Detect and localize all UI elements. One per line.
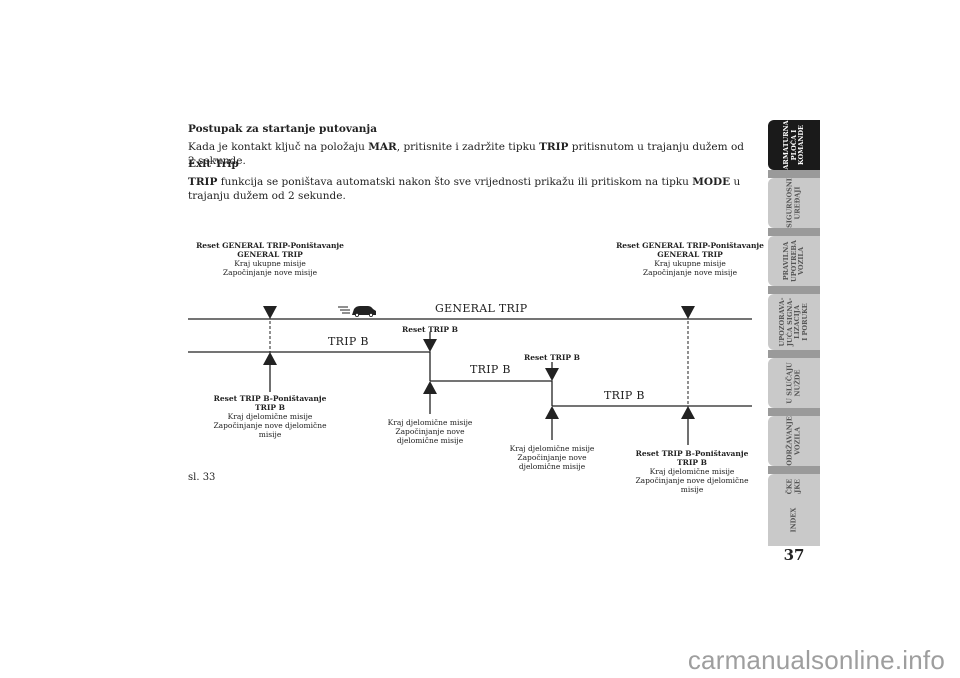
tab-label-line: INDEX <box>789 507 798 533</box>
para-bold: MAR <box>368 141 397 153</box>
tab-label: U SLUČAJU NUŽDE <box>786 362 802 403</box>
tab-separator <box>768 228 820 236</box>
label-title: Reset TRIP B-Poništavanje <box>635 449 749 458</box>
exit-trip-paragraph: TRIP funkcija se poništava automatski na… <box>188 175 748 203</box>
mid1-label: Kraj djelomične misije Započinjanje nove… <box>345 418 515 445</box>
para-bold: TRIP <box>539 141 569 153</box>
down-arrow-icon <box>263 306 277 319</box>
section-heading: Postupak za startanje putovanja <box>188 123 377 135</box>
tab-armaturna-ploca[interactable]: ARMATURNA PLOČA I KOMANDE <box>768 120 820 170</box>
trip-b-line-1 <box>188 351 431 381</box>
up-arrow-icon <box>263 352 277 392</box>
reset-trip-b-label-2: Reset TRIP B <box>524 353 580 362</box>
label-title: Reset TRIP B-Poništavanje <box>213 394 327 403</box>
tab-label-line: VOZILA <box>796 247 805 276</box>
label-line: Započinjanje nove djelomične <box>635 476 749 485</box>
label-title: Reset GENERAL TRIP-Poništavanje <box>616 241 764 250</box>
trip-b-label-1: TRIP B <box>328 335 369 348</box>
para-bold: TRIP <box>188 176 218 188</box>
label-line: Kraj djelomične misije <box>387 418 473 427</box>
bottom-left-reset-label: Reset TRIP B-Poništavanje TRIP B Kraj dj… <box>185 394 355 439</box>
label-line: Započinjanje nove misije <box>642 268 738 277</box>
up-arrow-icon <box>545 406 559 440</box>
up-arrow-icon <box>681 406 695 445</box>
label-line: Kraj ukupne misije <box>654 259 726 268</box>
trip-b-label-3: TRIP B <box>604 389 645 402</box>
tab-upozoravajuca-signalizacija[interactable]: UPOZORAVA- JUĆA SIGNA- LIZACIJA I PORUKE <box>768 294 820 350</box>
page-number: 37 <box>783 546 805 564</box>
label-title: GENERAL TRIP <box>657 250 723 259</box>
tab-odrzavanje-vozila[interactable]: ODRŽAVANJE VOZILA <box>768 416 820 466</box>
tab-label-line: KOMANDE <box>796 125 805 165</box>
para-text: funkcija se poništava automatski nakon š… <box>217 176 693 188</box>
tab-separator <box>768 350 820 358</box>
tab-separator <box>768 408 820 416</box>
tab-label: ODRŽAVANJE VOZILA <box>786 416 802 466</box>
para-bold: MODE <box>692 176 731 188</box>
label-line: misije <box>680 485 704 494</box>
label-title: TRIP B <box>255 403 285 412</box>
label-line: misije <box>258 430 282 439</box>
label-title: GENERAL TRIP <box>237 250 303 259</box>
down-arrow-icon <box>681 306 695 319</box>
up-arrow-icon <box>423 381 437 414</box>
top-left-reset-label: Reset GENERAL TRIP-Poništavanje GENERAL … <box>185 241 355 277</box>
label-line: djelomične misije <box>396 436 464 445</box>
label-title: TRIP B <box>677 458 707 467</box>
figure-caption: sl. 33 <box>188 472 216 483</box>
tab-pravilna-upotreba[interactable]: PRAVILNA UPOTREBA VOZILA <box>768 236 820 286</box>
mid2-label: Kraj djelomične misije Započinjanje nove… <box>467 444 637 471</box>
tab-label-line: NUŽDE <box>793 369 801 397</box>
label-line: Započinjanje nove misije <box>222 268 318 277</box>
top-right-reset-label: Reset GENERAL TRIP-Poništavanje GENERAL … <box>605 241 775 277</box>
tab-label: UPOZORAVA- JUĆA SIGNA- LIZACIJA I PORUKE <box>778 298 809 347</box>
tab-index[interactable]: INDEX <box>768 494 820 546</box>
trip-b-line-2 <box>430 380 553 406</box>
tab-label-line: UREĐAJI <box>793 186 801 220</box>
reset-trip-b-label-1: Reset TRIP B <box>402 325 458 334</box>
general-trip-label: GENERAL TRIP <box>435 302 528 315</box>
tab-separator <box>768 170 820 178</box>
tab-sigurnosni-uredaji[interactable]: SIGURNOSNI UREĐAJI <box>768 178 820 228</box>
label-line: Započinjanje nove <box>395 427 465 436</box>
label-line: Započinjanje nove <box>517 453 587 462</box>
section-heading-exit-trip: Exit Trip <box>188 158 239 170</box>
watermark: carmanualsonline.info <box>687 645 945 675</box>
tab-u-slucaju-nuzde[interactable]: U SLUČAJU NUŽDE <box>768 358 820 408</box>
bottom-right-reset-label: Reset TRIP B-Poništavanje TRIP B Kraj dj… <box>607 449 777 494</box>
tab-label: SIGURNOSNI UREĐAJI <box>786 178 802 228</box>
label-line: Započinjanje nove djelomične <box>213 421 327 430</box>
car-icon <box>338 306 376 317</box>
down-arrow-icon <box>545 362 559 381</box>
para-text: Kada je kontakt ključ na položaju <box>188 141 369 153</box>
tab-label-line: VOZILA <box>793 427 801 456</box>
tab-separator <box>768 286 820 294</box>
instruction-paragraph: Kada je kontakt ključ na položaju MAR, p… <box>188 140 748 168</box>
tab-label: ARMATURNA PLOČA I KOMANDE <box>782 120 806 169</box>
tab-label: INDEX <box>789 507 798 533</box>
label-line: djelomične misije <box>518 462 586 471</box>
label-line: Kraj djelomične misije <box>649 467 735 476</box>
tab-separator <box>768 466 820 474</box>
para-text: pritisnutom u trajanju dužem od 2 sekund… <box>188 141 744 167</box>
trip-b-label-2: TRIP B <box>470 363 511 376</box>
label-title: Reset GENERAL TRIP-Poništavanje <box>196 241 344 250</box>
label-line: Kraj djelomične misije <box>509 444 595 453</box>
para-text: , pritisnite i zadržite tipku <box>396 141 540 153</box>
down-arrow-icon <box>423 332 437 352</box>
tab-label-line: I PORUKE <box>800 303 809 341</box>
para-text: u trajanju dužem od 2 sekunde. <box>188 176 741 202</box>
label-line: Kraj ukupne misije <box>234 259 306 268</box>
label-line: Kraj djelomične misije <box>227 412 313 421</box>
tab-label: PRAVILNA UPOTREBA VOZILA <box>782 240 806 282</box>
